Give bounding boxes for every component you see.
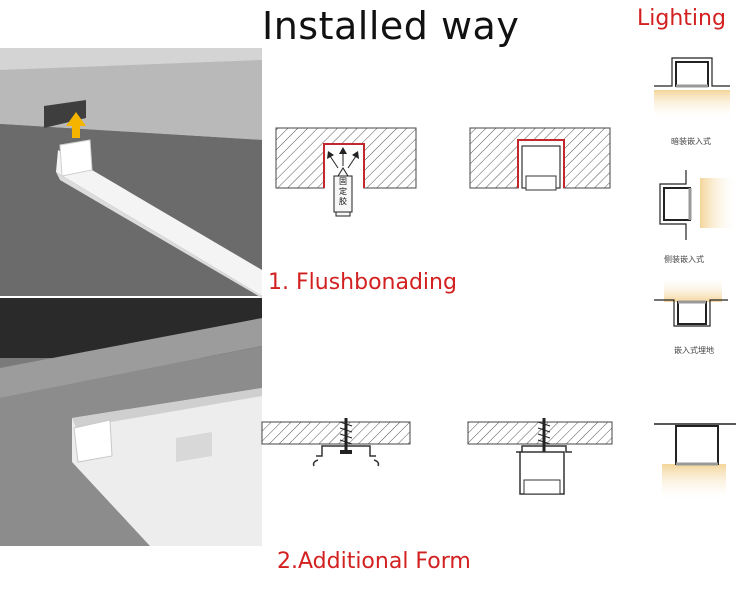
lighting-caption-3: 嵌入式埋地: [674, 346, 714, 355]
lighting-recessed-side: [659, 170, 738, 240]
lighting-caption-2: 侧装嵌入式: [664, 255, 704, 264]
diagram-additional-installed: [467, 418, 613, 495]
lighting-recessed-ground: [654, 276, 728, 327]
method-label-additional: 2.Additional Form: [277, 549, 471, 574]
diagram-flush-glue: [275, 127, 417, 217]
lighting-recessed-ceiling: [654, 57, 730, 120]
method-label-flush: 1. Flushbonading: [268, 270, 457, 295]
lighting-surface-mount: [654, 423, 736, 502]
photo-flush-mount: [0, 48, 262, 298]
diagram-flush-installed: [469, 127, 611, 191]
page-title: Installed way: [262, 4, 520, 48]
lighting-heading: Lighting: [637, 6, 726, 31]
diagram-additional-clip: [261, 418, 411, 467]
glue-tube-label: 固定胶: [339, 177, 347, 206]
photo-surface-mount: [0, 298, 262, 546]
lighting-caption-1: 暗装嵌入式: [671, 137, 711, 146]
